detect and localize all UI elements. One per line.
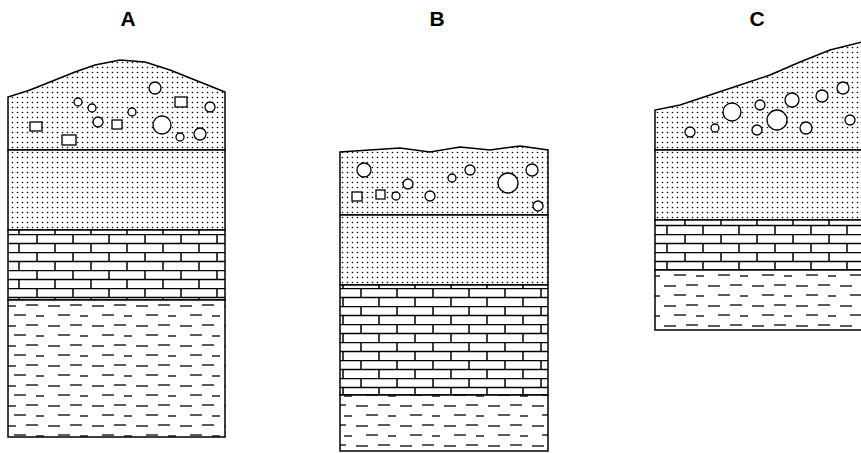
column-label: A xyxy=(120,8,135,29)
column-c xyxy=(655,42,861,330)
column-b xyxy=(340,146,548,451)
column-label: B xyxy=(429,8,444,29)
column-a xyxy=(8,60,225,437)
column-label: C xyxy=(749,8,764,29)
